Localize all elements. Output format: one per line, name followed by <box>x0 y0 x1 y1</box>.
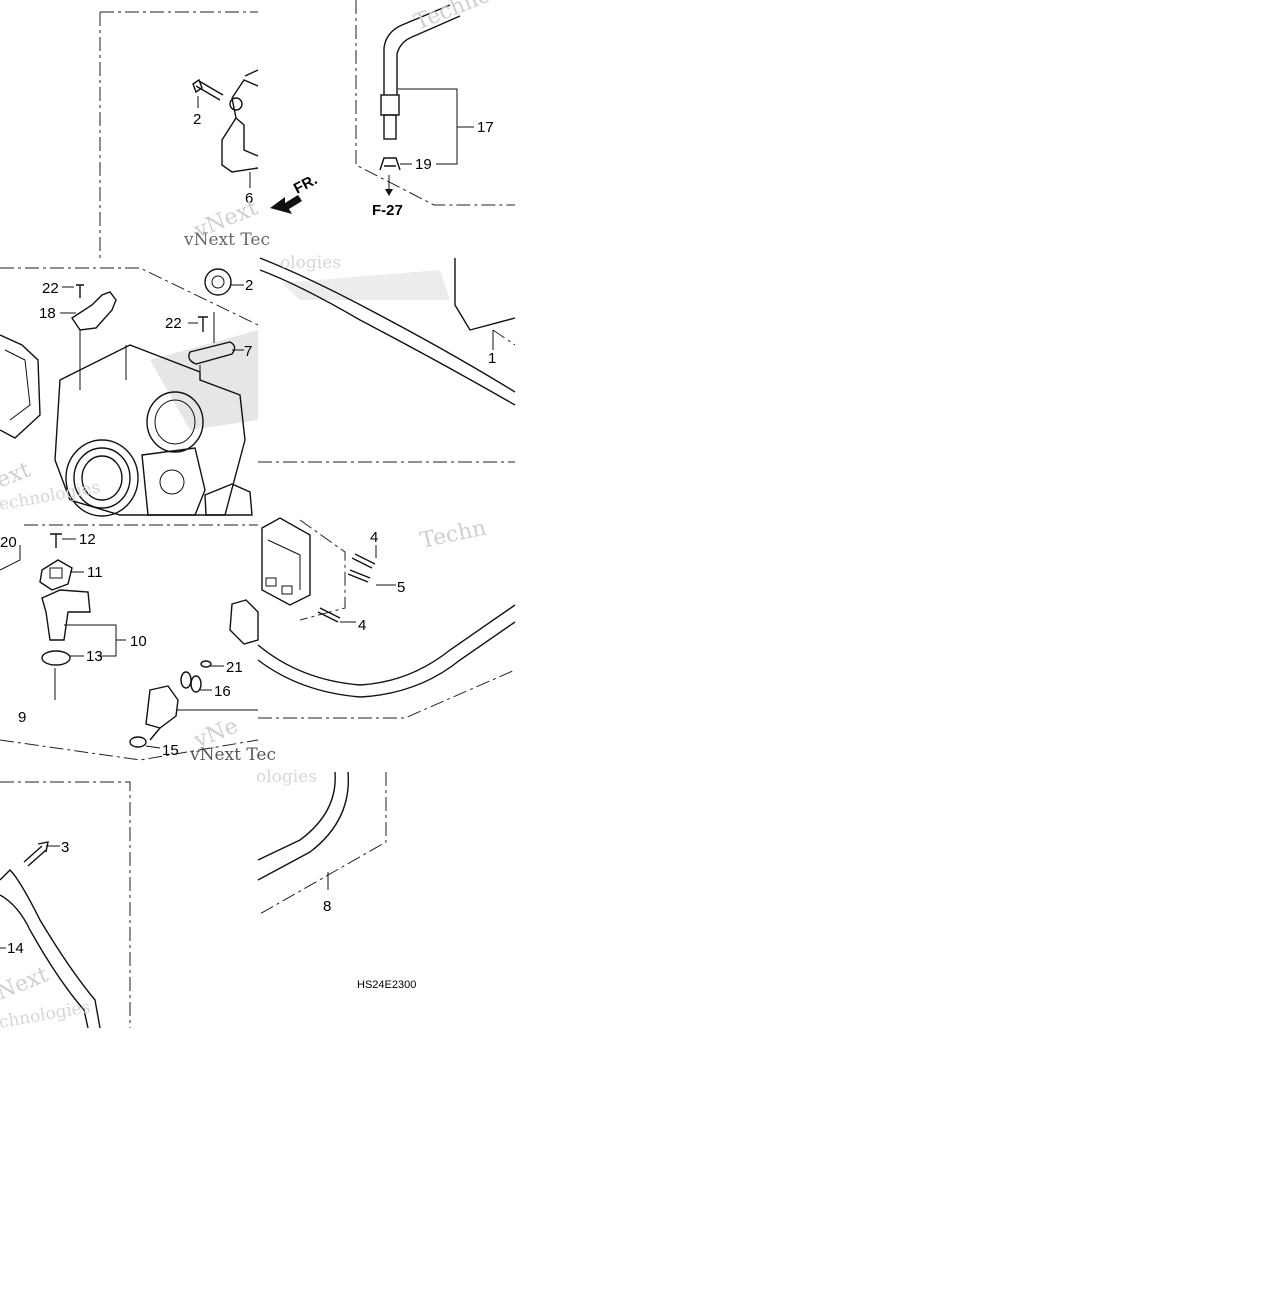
drawing-code: HS24E2300 <box>357 979 416 991</box>
callout-10: 10 <box>130 633 147 650</box>
callout-4: 4 <box>358 617 366 634</box>
callout-17: 17 <box>477 119 494 136</box>
sensor-10-part <box>41 589 91 641</box>
cable-edge <box>257 621 516 698</box>
seal-16b <box>190 675 202 693</box>
throttle-body-group <box>0 267 259 517</box>
tube-group <box>0 781 131 1029</box>
throttle-cable-group <box>258 257 516 463</box>
bracket-assembly-group <box>99 11 302 258</box>
o-ring-21 <box>200 660 212 668</box>
air-box-edge <box>454 258 516 331</box>
o-ring-13 <box>41 650 71 666</box>
tube-part <box>0 869 101 1029</box>
screw-part <box>50 533 62 548</box>
vent-hose <box>383 4 451 95</box>
callout-7: 7 <box>244 343 252 360</box>
watermark: vNext Tec <box>183 230 270 250</box>
bolt-part <box>317 607 341 623</box>
hose-assembly-group <box>355 0 515 206</box>
hose-connector <box>383 114 397 140</box>
watermark: ologies <box>256 767 317 787</box>
seal-15 <box>129 736 147 748</box>
bolt-part <box>192 78 224 101</box>
front-direction-arrow <box>270 195 302 214</box>
sensor-20-part <box>204 268 232 296</box>
plate-11-part <box>39 559 73 591</box>
callout-12: 12 <box>79 531 96 548</box>
callout-21: 21 <box>226 659 243 676</box>
callout-2: 2 <box>193 111 201 128</box>
shading <box>282 270 450 300</box>
callout-11: 11 <box>87 564 103 581</box>
fuel-line-edge <box>257 771 350 881</box>
callout-13: 13 <box>86 648 103 665</box>
tube-edge <box>0 894 89 1029</box>
callout-6: 6 <box>245 190 253 207</box>
callout-18: 18 <box>39 305 56 322</box>
callout-20: 20 <box>0 534 17 551</box>
throttle-flange <box>141 447 206 516</box>
screw-part <box>76 284 84 298</box>
callout-22: 22 <box>42 280 59 297</box>
bracket-hole <box>229 97 243 111</box>
callout-8: 8 <box>323 898 331 915</box>
callout-3: 3 <box>61 839 69 856</box>
throttle-body-outline <box>54 344 246 516</box>
ecu-unit <box>261 517 311 606</box>
plate-7-part <box>188 341 236 365</box>
vent-hose-edge <box>396 15 461 95</box>
callout-4: 4 <box>370 529 378 546</box>
callout-22: 22 <box>165 315 182 332</box>
bolt-part <box>23 841 49 867</box>
throttle-bore <box>65 439 139 517</box>
reference-arrow <box>385 189 393 196</box>
throttle-bore-rear <box>146 391 204 453</box>
fuel-line-group <box>257 771 387 916</box>
throttle-cable-edge <box>259 257 516 393</box>
bolt-part <box>351 553 376 569</box>
fuel-line <box>257 771 336 861</box>
callout-2: 2 <box>245 277 253 294</box>
bracket-part <box>221 69 259 173</box>
injector-group <box>0 524 259 761</box>
callout-1: 1 <box>488 350 496 367</box>
connector-part <box>229 599 259 645</box>
bracket-18-part <box>71 291 117 331</box>
callout-16: 16 <box>214 683 231 700</box>
injector-part <box>145 685 179 729</box>
reference-f-27: F-27 <box>372 202 403 219</box>
screw-part <box>198 316 208 332</box>
throttle-cable <box>259 269 516 406</box>
air-box-part <box>0 334 41 439</box>
hose-clip <box>379 157 401 171</box>
cable-part <box>257 604 516 686</box>
gasket-part <box>204 483 253 516</box>
callout-15: 15 <box>162 742 179 759</box>
watermark: vNext Tec <box>189 745 276 765</box>
callout-14: 14 <box>7 940 24 957</box>
ecu-group <box>257 517 516 719</box>
callout-19: 19 <box>415 156 432 173</box>
watermark: ologies <box>280 253 341 273</box>
callout-9: 9 <box>18 709 26 726</box>
bolt-part <box>347 569 371 583</box>
callout-5: 5 <box>397 579 405 596</box>
